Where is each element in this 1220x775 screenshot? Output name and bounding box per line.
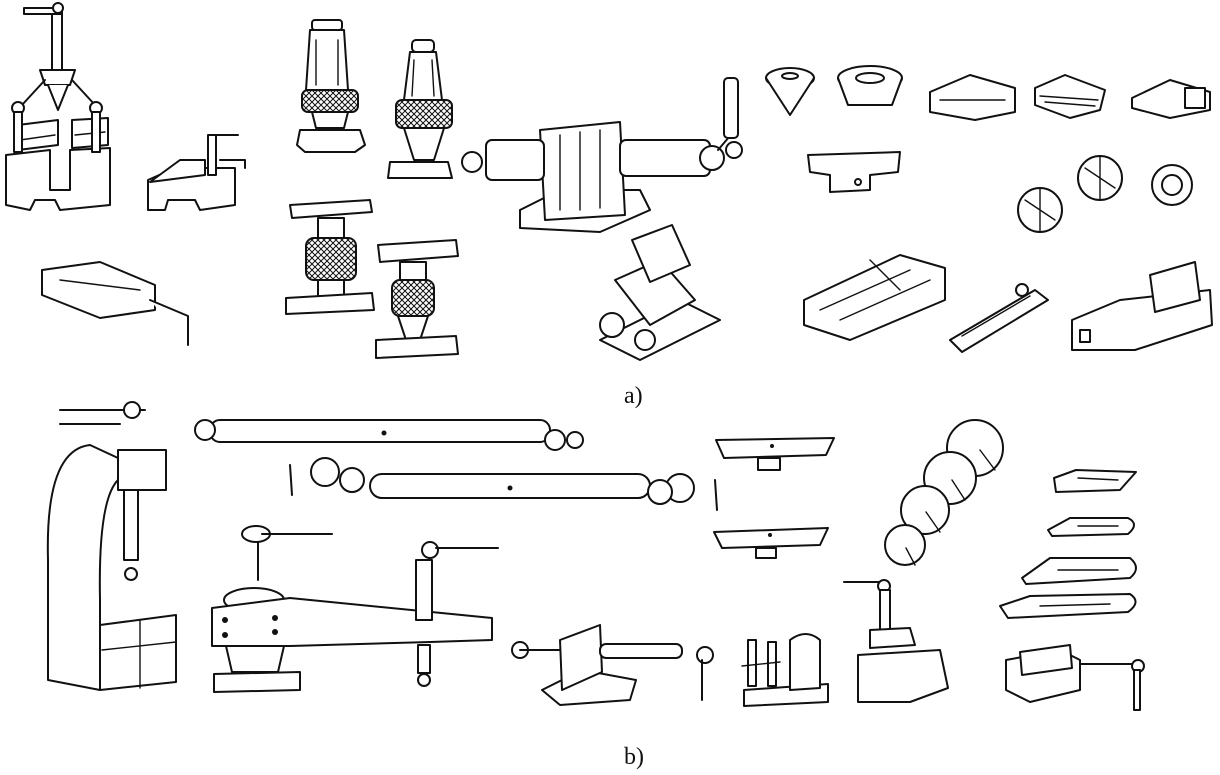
stacked-plates [1034, 74, 1106, 119]
cam-lever-clamp [1005, 644, 1145, 711]
t-slot-block [807, 151, 901, 193]
flat-plate-top [715, 437, 835, 471]
v-block-clamp-assembly [5, 2, 111, 211]
split-bushes [1017, 155, 1193, 233]
small-angle-clamp [147, 134, 246, 211]
screw-jack-short [375, 239, 459, 359]
step-straps-stack [999, 469, 1137, 619]
heavy-swing-strap-clamp [211, 525, 499, 693]
grooved-base-blocks [803, 254, 946, 341]
hinged-clamp [741, 633, 829, 707]
slotted-washers [884, 419, 1004, 566]
cup-center [837, 65, 903, 106]
lever-vise [511, 624, 714, 706]
panel-b-label: b) [624, 744, 644, 770]
compact-vise [41, 261, 189, 346]
toggle-clamp [1071, 261, 1213, 351]
cone-center [765, 67, 815, 116]
tilting-vise-jaws [599, 224, 721, 361]
adjustable-support-jack [296, 19, 366, 153]
double-clamp-tie-rod [289, 457, 718, 511]
flat-plate-bottom [713, 527, 829, 559]
angle-plate-step [929, 74, 1016, 121]
c-clamp [46, 401, 177, 691]
angle-block [1131, 79, 1211, 119]
tall-support-jack [387, 39, 453, 179]
slotted-strap [949, 283, 1049, 353]
screw-jack-tall [285, 199, 375, 315]
long-tie-rod [194, 419, 584, 451]
swivel-clamp-post [843, 579, 949, 703]
centering-vise [461, 77, 743, 233]
panel-a-label: a) [624, 383, 643, 409]
